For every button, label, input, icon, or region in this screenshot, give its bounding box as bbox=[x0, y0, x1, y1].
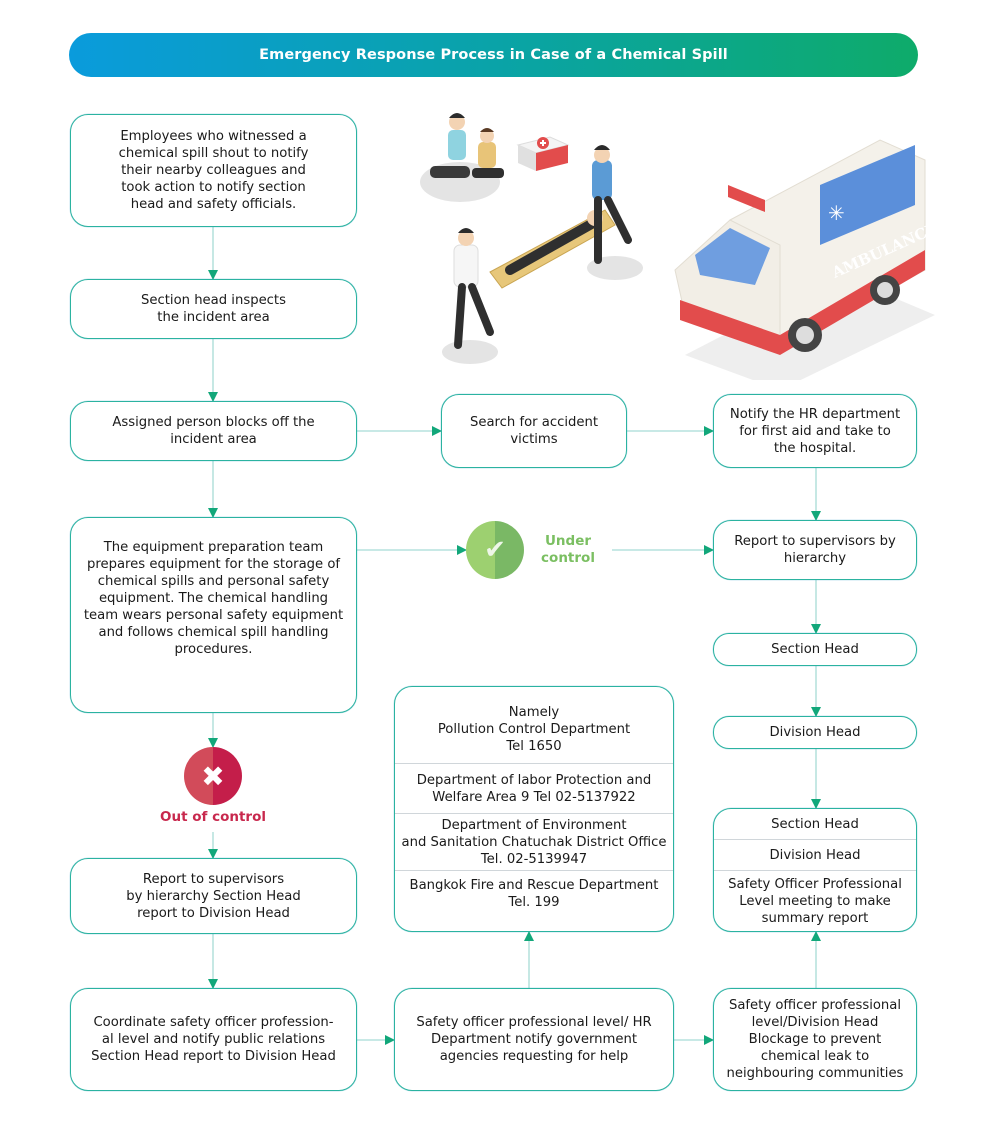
step-section-head-text: Section Head bbox=[771, 642, 859, 657]
step-division-head-text: Division Head bbox=[769, 725, 861, 740]
summary-safety-officer-meeting: Safety Officer Professional Level meetin… bbox=[728, 876, 902, 926]
step-division-head: Division Head bbox=[713, 716, 917, 749]
step-coordinate-safety-officer-text: Coordinate safety officer profession- al… bbox=[91, 1015, 336, 1064]
first-aid-scene bbox=[420, 113, 504, 202]
step-blockage-prevent-leak: Safety officer professional level/Divisi… bbox=[713, 988, 917, 1091]
ambulance-icon: AMBULANCE ✳ bbox=[674, 139, 940, 380]
step-search-victims: Search for accident victims bbox=[441, 394, 627, 468]
step-block-off-area: Assigned person blocks off the incident … bbox=[70, 401, 357, 461]
under-control-badge: ✔ bbox=[466, 521, 524, 579]
summary-section-head: Section Head bbox=[714, 809, 916, 840]
under-control-label: Under control bbox=[541, 533, 595, 566]
stretcher-scene bbox=[442, 145, 643, 364]
step-report-hierarchy-text: Report to supervisors by hierarchy bbox=[734, 534, 896, 566]
agency-fire-rescue: Bangkok Fire and Rescue Department Tel. … bbox=[409, 878, 659, 910]
first-aid-kit-icon bbox=[516, 136, 570, 171]
agency-environment-sanitation: Department of Environment and Sanitation… bbox=[395, 814, 673, 871]
step-inspect-area: Section head inspects the incident area bbox=[70, 279, 357, 339]
summary-division-head: Division Head bbox=[714, 840, 916, 871]
step-blockage-prevent-leak-text: Safety officer professional level/Divisi… bbox=[726, 998, 904, 1081]
out-of-control-label: Out of control bbox=[160, 809, 266, 825]
summary-meeting-box: Section Head Division Head Safety Office… bbox=[713, 808, 917, 932]
step-coordinate-safety-officer: Coordinate safety officer profession- al… bbox=[70, 988, 357, 1091]
x-icon: ✖ bbox=[201, 759, 225, 793]
step-notify-government-agencies: Safety officer professional level/ HR De… bbox=[394, 988, 674, 1091]
step-equipment-preparation-text: The equipment preparation team prepares … bbox=[83, 539, 344, 657]
step-report-hierarchy: Report to supervisors by hierarchy bbox=[713, 520, 917, 580]
step-equipment-preparation: The equipment preparation team prepares … bbox=[70, 517, 357, 713]
step-notify-hr: Notify the HR department for first aid a… bbox=[713, 394, 917, 468]
check-icon: ✔ bbox=[484, 535, 506, 565]
step-notify-government-agencies-text: Safety officer professional level/ HR De… bbox=[416, 1015, 652, 1064]
star-of-life-icon: ✳ bbox=[828, 201, 845, 225]
step-witness-notify: Employees who witnessed a chemical spill… bbox=[70, 114, 357, 227]
step-inspect-area-text: Section head inspects the incident area bbox=[141, 293, 286, 325]
agency-pollution-control: Namely Pollution Control Department Tel … bbox=[395, 687, 673, 764]
step-search-victims-text: Search for accident victims bbox=[469, 415, 599, 447]
step-section-head: Section Head bbox=[713, 633, 917, 666]
step-report-out-of-control-text: Report to supervisors by hierarchy Secti… bbox=[126, 871, 301, 921]
agency-labor-protection: Department of labor Protection and Welfa… bbox=[395, 764, 673, 814]
step-block-off-area-text: Assigned person blocks off the incident … bbox=[112, 415, 315, 447]
step-notify-hr-text: Notify the HR department for first aid a… bbox=[729, 406, 901, 456]
agency-contact-list: Namely Pollution Control Department Tel … bbox=[394, 686, 674, 932]
page-title-banner: Emergency Response Process in Case of a … bbox=[69, 33, 918, 77]
out-of-control-badge: ✖ bbox=[184, 747, 242, 805]
step-witness-notify-text: Employees who witnessed a chemical spill… bbox=[118, 129, 309, 212]
first-aid-ambulance-illustration: AMBULANCE ✳ bbox=[420, 113, 940, 380]
step-report-out-of-control: Report to supervisors by hierarchy Secti… bbox=[70, 858, 357, 934]
page-title: Emergency Response Process in Case of a … bbox=[259, 47, 728, 63]
